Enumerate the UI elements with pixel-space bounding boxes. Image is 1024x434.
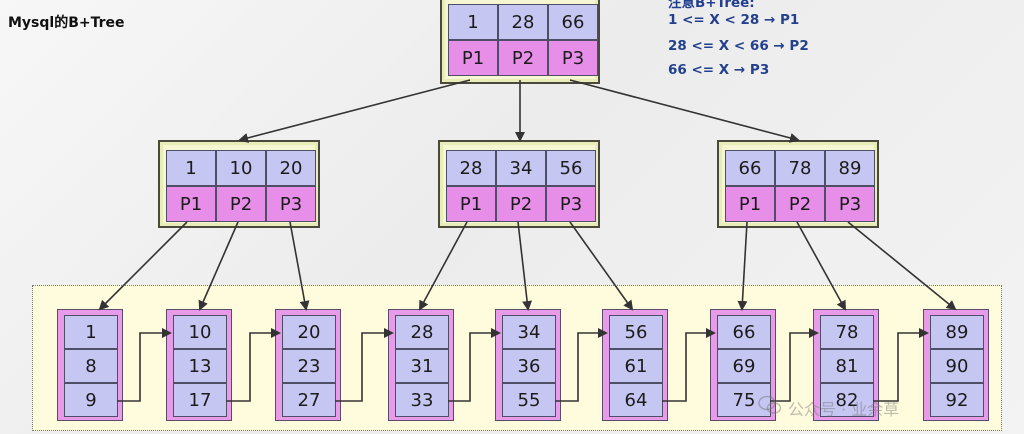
leaf-2-key-1: 10 bbox=[173, 315, 227, 349]
internal-1-pointer-3: P3 bbox=[266, 186, 316, 222]
rules-header: 注意B+Tree: bbox=[668, 0, 755, 11]
root-to-internal-1-arrow bbox=[238, 79, 471, 143]
internal-1-key-1: 1 bbox=[166, 150, 216, 186]
root-pointer-3: P3 bbox=[548, 40, 598, 76]
leaf-node-1: 1 8 9 bbox=[57, 309, 123, 421]
leaf-3-key-1: 20 bbox=[282, 315, 336, 349]
internal-3-pointer-2: P2 bbox=[775, 186, 825, 222]
root-pointer-1: P1 bbox=[448, 40, 498, 76]
leaf-8-key-3: 82 bbox=[820, 383, 874, 417]
rule-line-2: 28 <= X < 66 → P2 bbox=[668, 38, 809, 54]
internal-1-pointer-1: P1 bbox=[166, 186, 216, 222]
leaf-5-key-1: 34 bbox=[502, 315, 556, 349]
leaf-node-3: 20 23 27 bbox=[275, 309, 341, 421]
leaf-6-key-1: 56 bbox=[609, 315, 663, 349]
rule-line-3: 66 <= X → P3 bbox=[668, 62, 770, 78]
leaf-4-key-1: 28 bbox=[395, 315, 449, 349]
leaf-5-key-2: 36 bbox=[502, 349, 556, 383]
routing-rules: 注意B+Tree: 1 <= X < 28 → P1 28 <= X < 66 … bbox=[668, 0, 868, 90]
page-title: Mysql的B+Tree bbox=[8, 15, 125, 31]
internal-1-key-3: 20 bbox=[266, 150, 316, 186]
leaf-node-4: 28 31 33 bbox=[388, 309, 454, 421]
leaf-6-key-2: 61 bbox=[609, 349, 663, 383]
internal-3-key-2: 78 bbox=[775, 150, 825, 186]
leaf-9-key-3: 92 bbox=[930, 383, 984, 417]
root-pointer-2: P2 bbox=[498, 40, 548, 76]
leaf-node-8: 78 81 82 bbox=[813, 309, 879, 421]
internal-2-key-3: 56 bbox=[546, 150, 596, 186]
internal-2-pointer-3: P3 bbox=[546, 186, 596, 222]
internal-3-pointer-3: P3 bbox=[825, 186, 875, 222]
leaf-9-key-1: 89 bbox=[930, 315, 984, 349]
leaf-3-key-3: 27 bbox=[282, 383, 336, 417]
internal-1-pointer-2: P2 bbox=[216, 186, 266, 222]
leaf-node-2: 10 13 17 bbox=[166, 309, 232, 421]
leaf-node-6: 56 61 64 bbox=[602, 309, 668, 421]
leaf-6-key-3: 64 bbox=[609, 383, 663, 417]
root-key-3: 66 bbox=[548, 4, 598, 40]
leaf-node-7: 66 69 75 bbox=[710, 309, 776, 421]
leaf-8-key-2: 81 bbox=[820, 349, 874, 383]
root-key-2: 28 bbox=[498, 4, 548, 40]
internal-node-3: 66 78 89 P1 P2 P3 bbox=[717, 140, 879, 228]
leaf-1-key-2: 8 bbox=[64, 349, 118, 383]
internal-2-key-2: 34 bbox=[496, 150, 546, 186]
leaf-8-key-1: 78 bbox=[820, 315, 874, 349]
leaf-7-key-3: 75 bbox=[717, 383, 771, 417]
leaf-2-key-2: 13 bbox=[173, 349, 227, 383]
internal-3-key-1: 66 bbox=[725, 150, 775, 186]
root-key-1: 1 bbox=[448, 4, 498, 40]
internal-3-pointer-1: P1 bbox=[725, 186, 775, 222]
internal-3-key-3: 89 bbox=[825, 150, 875, 186]
wechat-icon bbox=[758, 395, 782, 414]
internal-node-1: 1 10 20 P1 P2 P3 bbox=[158, 140, 320, 228]
internal-2-pointer-1: P1 bbox=[446, 186, 496, 222]
leaf-node-9: 89 90 92 bbox=[923, 309, 989, 421]
leaf-node-5: 34 36 55 bbox=[495, 309, 561, 421]
internal-1-key-2: 10 bbox=[216, 150, 266, 186]
rule-line-1: 1 <= X < 28 → P1 bbox=[668, 12, 800, 28]
internal-node-2: 28 34 56 P1 P2 P3 bbox=[438, 140, 600, 228]
leaf-2-key-3: 17 bbox=[173, 383, 227, 417]
leaf-9-key-2: 90 bbox=[930, 349, 984, 383]
leaf-4-key-2: 31 bbox=[395, 349, 449, 383]
leaf-7-key-2: 69 bbox=[717, 349, 771, 383]
leaf-1-key-1: 1 bbox=[64, 315, 118, 349]
leaf-5-key-3: 55 bbox=[502, 383, 556, 417]
internal-2-pointer-2: P2 bbox=[496, 186, 546, 222]
internal-2-key-1: 28 bbox=[446, 150, 496, 186]
root-node: 1 28 66 P1 P2 P3 bbox=[440, 0, 600, 84]
watermark-text: 公众号 · 业余草 bbox=[788, 400, 900, 419]
leaf-7-key-1: 66 bbox=[717, 315, 771, 349]
leaf-4-key-3: 33 bbox=[395, 383, 449, 417]
leaf-3-key-2: 23 bbox=[282, 349, 336, 383]
leaf-1-key-3: 9 bbox=[64, 383, 118, 417]
